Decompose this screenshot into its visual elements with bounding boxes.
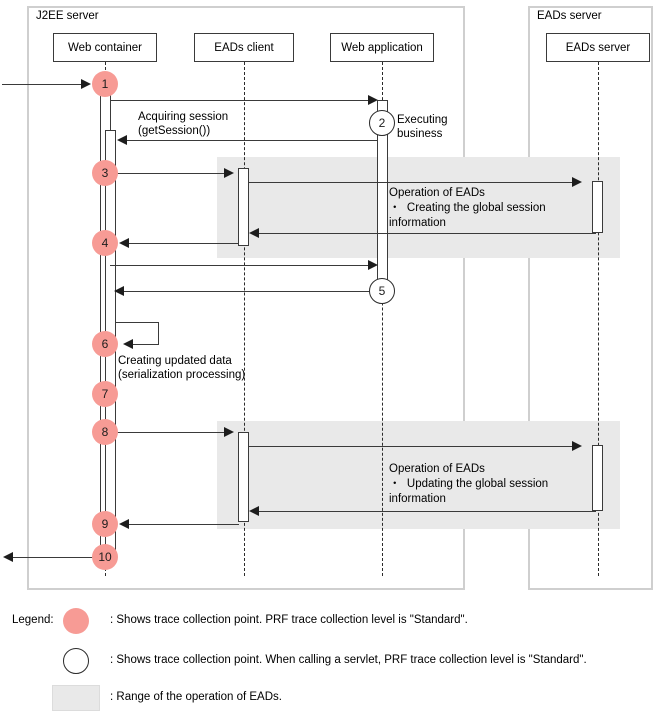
trace-point-8[interactable]: 8 (92, 419, 118, 445)
message-invoke-webapp-line (110, 100, 370, 101)
legend-swatch-filled-circle (63, 608, 89, 634)
message-exit-arrowhead (3, 552, 13, 562)
trace-point-5-label: 5 (378, 284, 386, 298)
frame-j2ee-server-title: J2EE server (36, 10, 99, 22)
note-operation-of-eads-1-line3: information (389, 217, 446, 229)
note-operation-of-eads-2-line1: Operation of EADs (389, 463, 485, 475)
note-operation-of-eads-1-line1: Operation of EADs (389, 187, 485, 199)
participant-eads-client-label: EADs client (214, 41, 274, 54)
legend-swatch-gray-rect (52, 685, 100, 711)
message-3-to-eads-client-arrowhead (224, 168, 234, 178)
message-4-return-line (122, 243, 239, 244)
frame-eads-server (528, 6, 653, 590)
note-operation-of-eads-2-line3: information (389, 493, 446, 505)
message-exit-line (13, 557, 100, 558)
trace-point-2-label: 2 (378, 116, 386, 130)
message-resume-webapp-line (110, 265, 370, 266)
participant-eads-server-label: EADs server (565, 41, 631, 54)
eads-operation-range-1 (217, 157, 620, 258)
message-entry-arrowhead (81, 79, 91, 89)
message-eads-client-to-server-1-line (249, 182, 573, 183)
note-creating-updated-data: Creating updated data (serialization pro… (118, 355, 246, 381)
message-3-to-eads-client-line (115, 173, 225, 174)
message-invoke-webapp-arrowhead (368, 95, 378, 105)
participant-web-application-label: Web application (341, 41, 423, 54)
trace-point-7[interactable]: 7 (92, 381, 118, 407)
message-eads-client-to-server-2-arrowhead (572, 441, 582, 451)
message-eads-client-to-server-2-line (249, 446, 573, 447)
frame-eads-server-title: EADs server (537, 10, 602, 22)
frame-j2ee-server (27, 6, 465, 590)
message-resume-webapp-arrowhead (368, 260, 378, 270)
trace-point-6-label: 6 (101, 337, 109, 351)
legend-swatch-hollow-circle (63, 648, 89, 674)
trace-point-10-label: 10 (98, 550, 112, 564)
message-6-selfcall-bottom (126, 344, 159, 345)
message-8-to-eads-client-arrowhead (224, 427, 234, 437)
participant-web-container-label: Web container (68, 41, 142, 54)
note-operation-of-eads-1-line2: ・ Creating the global session (389, 202, 546, 214)
message-9-return-line (122, 524, 239, 525)
note-executing-business: Executing business (397, 114, 448, 140)
message-eads-server-to-client-2-arrowhead (249, 506, 259, 516)
note-operation-of-eads-2-line2: ・ Updating the global session (389, 478, 549, 490)
legend-entry-3-text: : Range of the operation of EADs. (110, 691, 282, 703)
message-eads-server-to-client-1-arrowhead (249, 228, 259, 238)
trace-point-9-label: 9 (101, 517, 109, 531)
participant-eads-client[interactable]: EADs client (194, 33, 294, 62)
message-eads-server-to-client-1-line (252, 233, 596, 234)
message-6-selfcall-arrowhead (123, 339, 133, 349)
message-8-to-eads-client-line (115, 432, 225, 433)
legend-title: Legend: (12, 614, 54, 626)
activation-eads-client-1 (238, 168, 249, 246)
lifeline-eads-server (598, 62, 599, 576)
message-getsession-arrowhead (117, 135, 127, 145)
participant-eads-server[interactable]: EADs server (546, 33, 650, 62)
lifeline-web-application (382, 62, 383, 576)
trace-point-4-label: 4 (101, 236, 109, 250)
trace-point-5[interactable]: 5 (369, 278, 395, 304)
message-getsession-label: Acquiring session (getSession()) (138, 111, 229, 137)
legend-entry-1-text: : Shows trace collection point. PRF trac… (110, 614, 468, 626)
trace-point-1-label: 1 (101, 77, 109, 91)
message-6-selfcall-right (158, 322, 159, 344)
participant-web-container[interactable]: Web container (53, 33, 157, 62)
message-6-selfcall-top (116, 322, 159, 323)
lifeline-eads-client (244, 62, 245, 576)
trace-point-3[interactable]: 3 (92, 160, 118, 186)
trace-point-9[interactable]: 9 (92, 511, 118, 537)
activation-eads-client-2 (238, 432, 249, 522)
message-4-return-arrowhead (119, 238, 129, 248)
trace-point-3-label: 3 (101, 166, 109, 180)
trace-point-10[interactable]: 10 (92, 544, 118, 570)
trace-point-8-label: 8 (101, 425, 109, 439)
message-eads-server-to-client-2-line (252, 511, 596, 512)
trace-point-2[interactable]: 2 (369, 110, 395, 136)
message-eads-client-to-server-1-arrowhead (572, 177, 582, 187)
message-entry-line (2, 84, 82, 85)
message-getsession-line (120, 140, 378, 141)
activation-eads-server-2 (592, 445, 603, 511)
activation-eads-server-1 (592, 181, 603, 233)
trace-point-4[interactable]: 4 (92, 230, 118, 256)
message-5-return-arrowhead (114, 286, 124, 296)
trace-point-6[interactable]: 6 (92, 331, 118, 357)
message-9-return-arrowhead (119, 519, 129, 529)
message-5-return-line (117, 291, 372, 292)
legend-entry-2-text: : Shows trace collection point. When cal… (110, 654, 587, 666)
trace-point-1[interactable]: 1 (92, 71, 118, 97)
trace-point-7-label: 7 (101, 387, 109, 401)
participant-web-application[interactable]: Web application (330, 33, 434, 62)
